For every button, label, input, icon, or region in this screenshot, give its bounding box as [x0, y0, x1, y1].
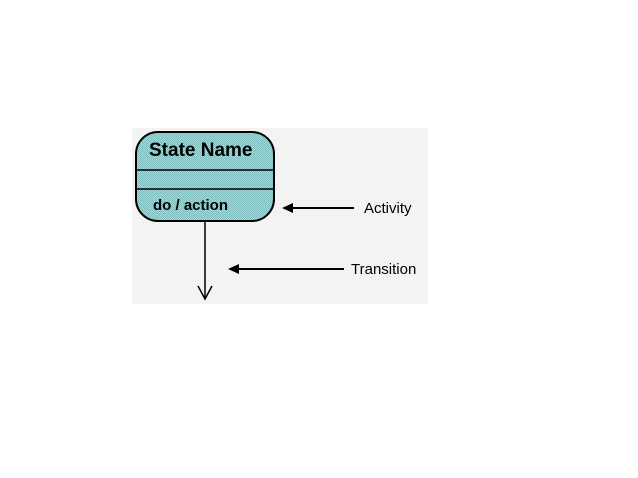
transition — [197, 221, 213, 301]
transition-arrowhead — [197, 285, 213, 301]
state-name-label: State Name — [149, 140, 253, 161]
transition-callout: Transition — [228, 261, 416, 278]
state-node: State Name do / action — [135, 131, 275, 222]
activity-callout-label: Activity — [364, 200, 412, 217]
activity-callout: Activity — [282, 200, 412, 217]
state-activity-label: do / action — [153, 197, 228, 214]
transition-callout-label: Transition — [351, 261, 416, 278]
transition-callout-arrowhead — [228, 264, 239, 274]
activity-callout-arrowhead — [282, 203, 293, 213]
